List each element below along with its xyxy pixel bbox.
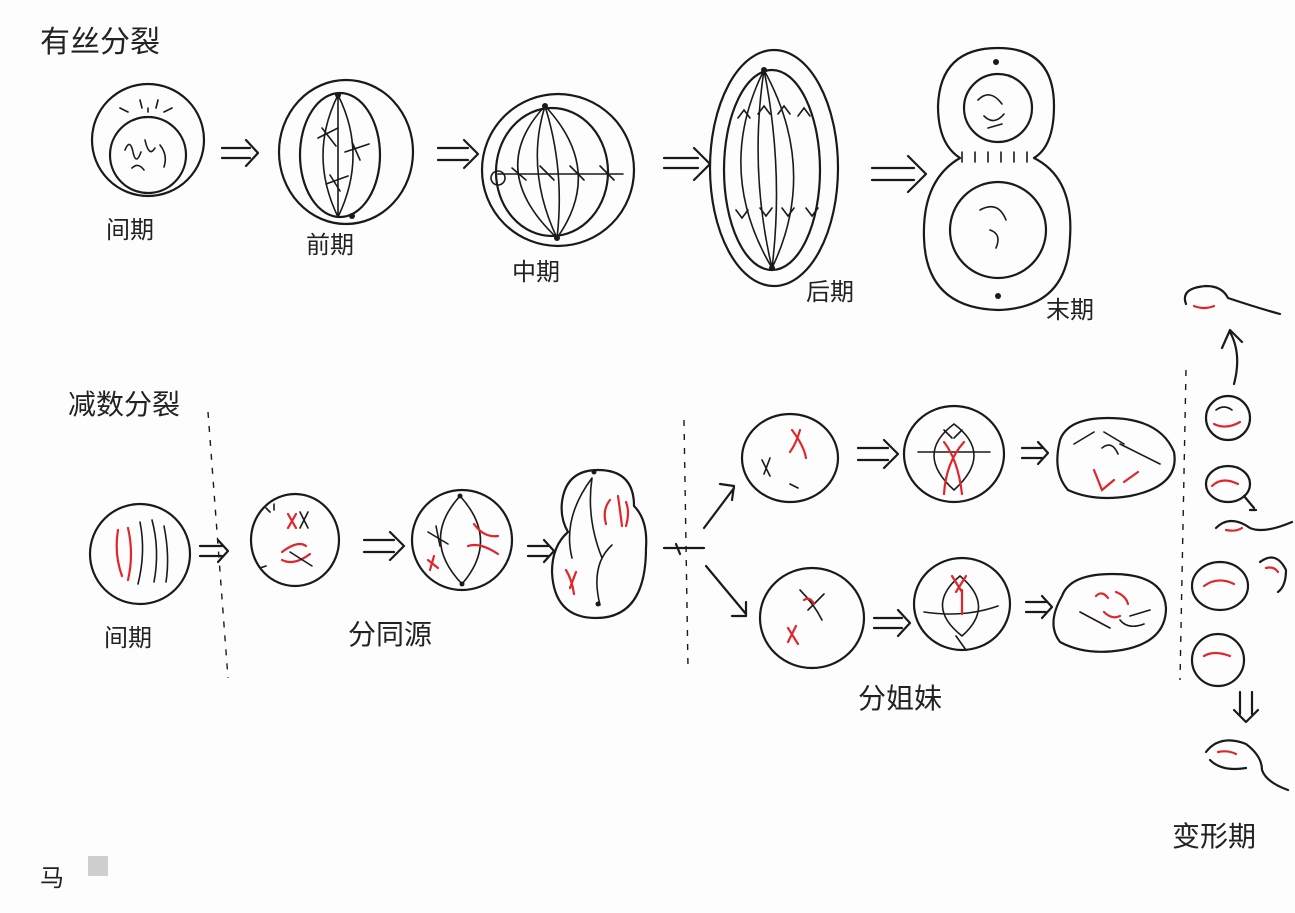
arrow-icon [1020, 440, 1050, 466]
arrow-icon [702, 482, 736, 530]
sister-separation-label: 分姐妹 [858, 682, 942, 715]
mitosis-stage-label: 后期 [806, 278, 854, 306]
meiosis-ii-lower-cell-2 [912, 556, 1012, 652]
spermatid-4 [1190, 632, 1246, 688]
arrow-icon [1232, 690, 1260, 724]
signature: 马 [40, 864, 64, 892]
mitosis-prophase-cell [277, 78, 415, 226]
meiosis-ii-upper-cell-2 [902, 404, 1006, 504]
meiosis-ii-upper-cell-1 [740, 412, 840, 504]
mitosis-stage-label: 末期 [1046, 296, 1094, 324]
arrow-icon [872, 608, 912, 638]
division-mark [662, 542, 706, 556]
arrow-icon [220, 138, 260, 168]
homolog-separation-label: 分同源 [348, 618, 432, 651]
mitosis-telophase-cell [922, 46, 1072, 312]
arrow-icon [1242, 494, 1258, 512]
sperm-cell-top [1183, 284, 1282, 316]
sperm-cell-right [1258, 556, 1288, 594]
meiosis-ii-upper-cell-3 [1056, 416, 1176, 500]
arrow-icon [436, 138, 480, 170]
meiosis-anaphase-cell [550, 468, 648, 620]
meiosis-ii-lower-cell-3 [1052, 572, 1168, 653]
mitosis-stage-label: 前期 [306, 231, 354, 259]
meiosis-ii-lower-cell-1 [758, 566, 866, 670]
sperm-cell-bottom [1204, 739, 1290, 792]
divider-line [683, 419, 689, 669]
divider-line [207, 411, 229, 679]
meiosis-prophase-cell [249, 492, 341, 588]
meiosis-metaphase-cell [410, 488, 514, 592]
mitosis-interphase-cell [90, 82, 206, 198]
arrow-icon [704, 564, 748, 618]
arrow-icon [1220, 328, 1244, 386]
arrow-icon [662, 146, 712, 182]
arrow-icon [870, 154, 928, 194]
mitosis-stage-label: 间期 [106, 216, 154, 244]
mitosis-title: 有丝分裂 [40, 25, 160, 60]
redaction-block [88, 856, 108, 876]
meiosis-title: 减数分裂 [68, 388, 180, 421]
spermatid-3 [1190, 560, 1250, 612]
meiosis-interphase-label: 间期 [104, 624, 152, 652]
spermatid-1 [1204, 394, 1252, 442]
metamorphosis-label: 变形期 [1172, 820, 1256, 853]
mitosis-metaphase-cell [480, 92, 636, 248]
mitosis-stage-label: 中期 [512, 258, 560, 286]
spermatid-2 [1204, 464, 1252, 504]
meiosis-interphase-cell [88, 502, 192, 606]
divider-line [1179, 369, 1187, 681]
arrow-icon [1024, 594, 1054, 620]
arrow-icon [856, 438, 900, 470]
arrow-icon [198, 538, 230, 564]
sperm-cell-middle [1214, 519, 1294, 532]
mitosis-anaphase-cell [708, 48, 840, 288]
arrow-icon [526, 538, 556, 564]
arrow-icon [362, 530, 406, 562]
